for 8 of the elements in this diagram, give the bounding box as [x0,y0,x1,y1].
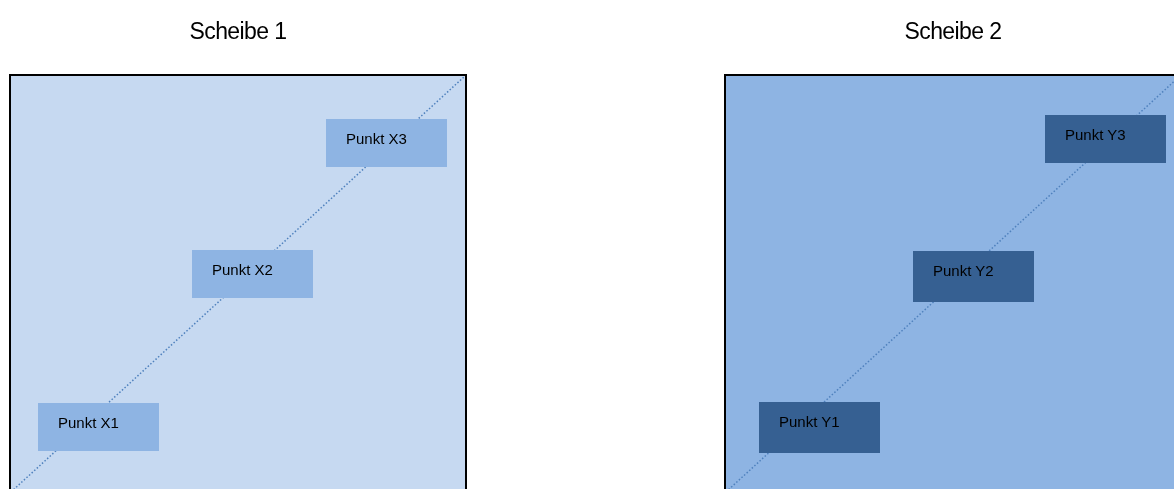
point-box: Punkt Y1 [759,402,880,453]
point-box: Punkt X2 [192,250,313,298]
panel-heading: Scheibe 1 [189,18,287,44]
point-box: Punkt X1 [38,403,159,451]
point-box: Punkt Y2 [913,251,1034,302]
point-box: Punkt X3 [326,119,447,167]
point-box: Punkt Y3 [1045,115,1166,163]
panel-heading: Scheibe 2 [904,18,1002,44]
